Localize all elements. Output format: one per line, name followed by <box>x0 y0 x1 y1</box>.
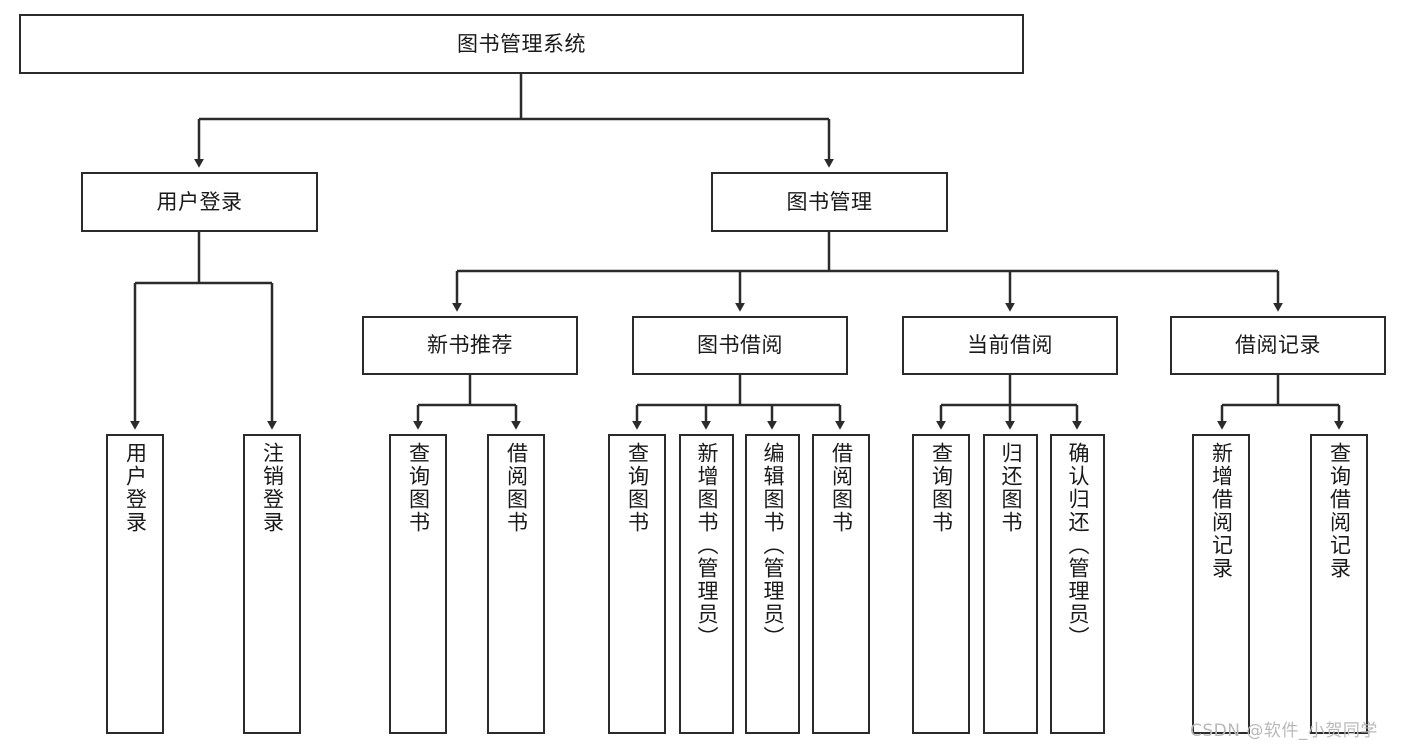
node-label: 借阅记录 <box>1235 333 1321 358</box>
leaf-query-book-current[interactable]: 查询图书 <box>912 434 970 734</box>
node-label: 编辑图书（管理员） <box>761 442 785 649</box>
leaf-logout[interactable]: 注销登录 <box>243 434 301 734</box>
node-label: 借阅图书 <box>504 442 529 534</box>
leaf-return-book[interactable]: 归还图书 <box>983 434 1038 734</box>
leaf-borrow-book[interactable]: 借阅图书 <box>812 434 870 734</box>
node-label: 图书管理系统 <box>457 31 586 56</box>
node-label: 查询借阅记录 <box>1327 442 1352 580</box>
leaf-add-borrow-record[interactable]: 新增借阅记录 <box>1192 434 1250 734</box>
leaf-borrow-book-recommend[interactable]: 借阅图书 <box>487 434 545 734</box>
node-borrow-record[interactable]: 借阅记录 <box>1170 316 1386 375</box>
node-label: 新增借阅记录 <box>1209 442 1234 580</box>
leaf-query-borrow-record[interactable]: 查询借阅记录 <box>1310 434 1368 734</box>
leaf-confirm-return-admin[interactable]: 确认归还（管理员） <box>1050 434 1105 734</box>
node-label: 当前借阅 <box>967 333 1053 358</box>
leaf-query-book-recommend[interactable]: 查询图书 <box>389 434 447 734</box>
leaf-user-login[interactable]: 用户登录 <box>106 434 164 734</box>
node-book-management[interactable]: 图书管理 <box>711 172 948 232</box>
node-book-borrow[interactable]: 图书借阅 <box>632 316 848 375</box>
leaf-add-book-admin[interactable]: 新增图书（管理员） <box>679 434 734 734</box>
node-label: 查询图书 <box>625 442 650 534</box>
node-label: 归还图书 <box>999 442 1023 534</box>
node-root-book-management-system[interactable]: 图书管理系统 <box>19 14 1024 74</box>
node-label: 确认归还（管理员） <box>1066 442 1090 649</box>
node-label: 图书借阅 <box>697 333 783 358</box>
node-label: 用户登录 <box>156 189 243 214</box>
node-label: 借阅图书 <box>829 442 854 534</box>
node-user-login[interactable]: 用户登录 <box>81 172 318 232</box>
node-label: 新增图书（管理员） <box>695 442 719 649</box>
node-label: 查询图书 <box>929 442 954 534</box>
leaf-query-book-borrow[interactable]: 查询图书 <box>608 434 666 734</box>
node-label: 图书管理 <box>786 189 873 214</box>
node-new-book-recommend[interactable]: 新书推荐 <box>362 316 578 375</box>
node-label: 查询图书 <box>406 442 431 534</box>
leaf-edit-book-admin[interactable]: 编辑图书（管理员） <box>745 434 800 734</box>
node-label: 用户登录 <box>123 442 148 534</box>
node-label: 新书推荐 <box>427 333 513 358</box>
node-current-borrow[interactable]: 当前借阅 <box>902 316 1118 375</box>
node-label: 注销登录 <box>260 442 285 534</box>
